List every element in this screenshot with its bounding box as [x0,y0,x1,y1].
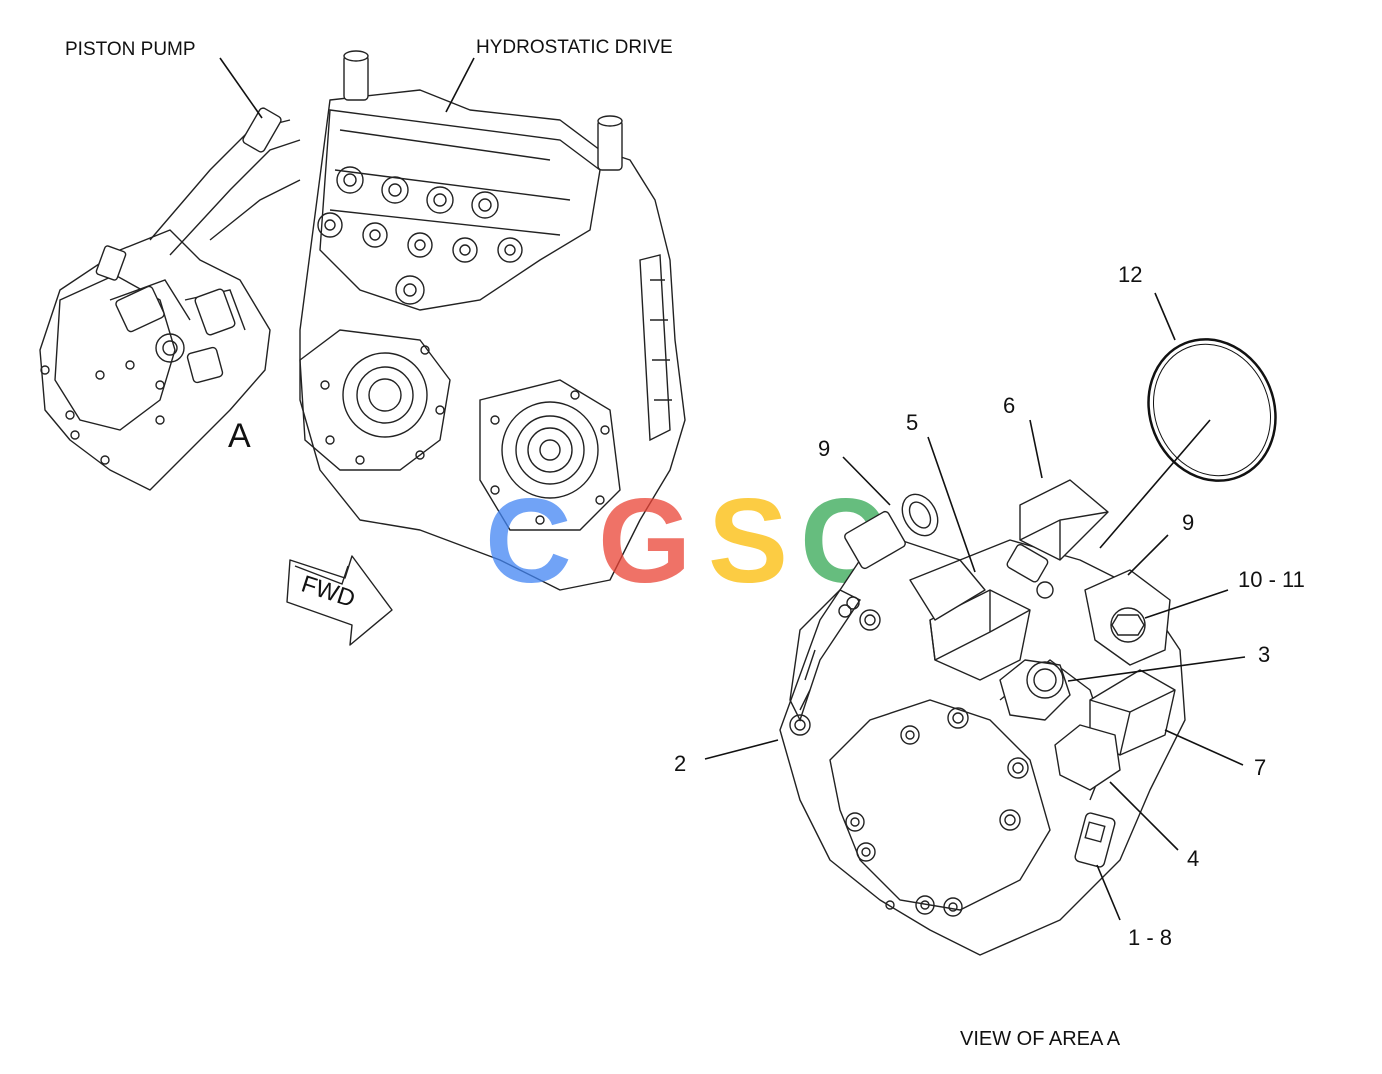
callout-4: 4 [1187,846,1199,871]
callout-2: 2 [674,751,686,776]
watermark-letter: G [598,474,691,608]
piston-pump-label: PISTON PUMP [65,39,196,60]
area-a-marker: A [228,417,251,455]
hydrostatic-drive-illustration [299,50,686,591]
cgsc-watermark: C G S C [485,474,887,608]
callout-3: 3 [1258,642,1270,667]
callout-9-left: 9 [818,436,830,461]
callout-10-11: 10 - 11 [1238,567,1305,592]
fwd-arrow-icon: FWD [286,555,393,646]
callout-6: 6 [1003,393,1015,418]
piston-pump-illustration [39,107,301,491]
o-ring-12-icon [1147,338,1277,482]
callout-1-8: 1 - 8 [1128,925,1172,950]
view-caption: VIEW OF AREA A [960,1028,1121,1050]
callout-12: 12 [1118,262,1142,287]
watermark-letter: C [485,474,572,608]
callout-7: 7 [1254,755,1266,780]
hydrostatic-drive-label: HYDROSTATIC DRIVE [476,37,673,58]
area-a-detail-illustration [779,338,1277,956]
watermark-letter: S [708,474,788,608]
callout-9-right: 9 [1182,510,1194,535]
callout-leaders [704,292,1246,921]
callout-5: 5 [906,410,918,435]
